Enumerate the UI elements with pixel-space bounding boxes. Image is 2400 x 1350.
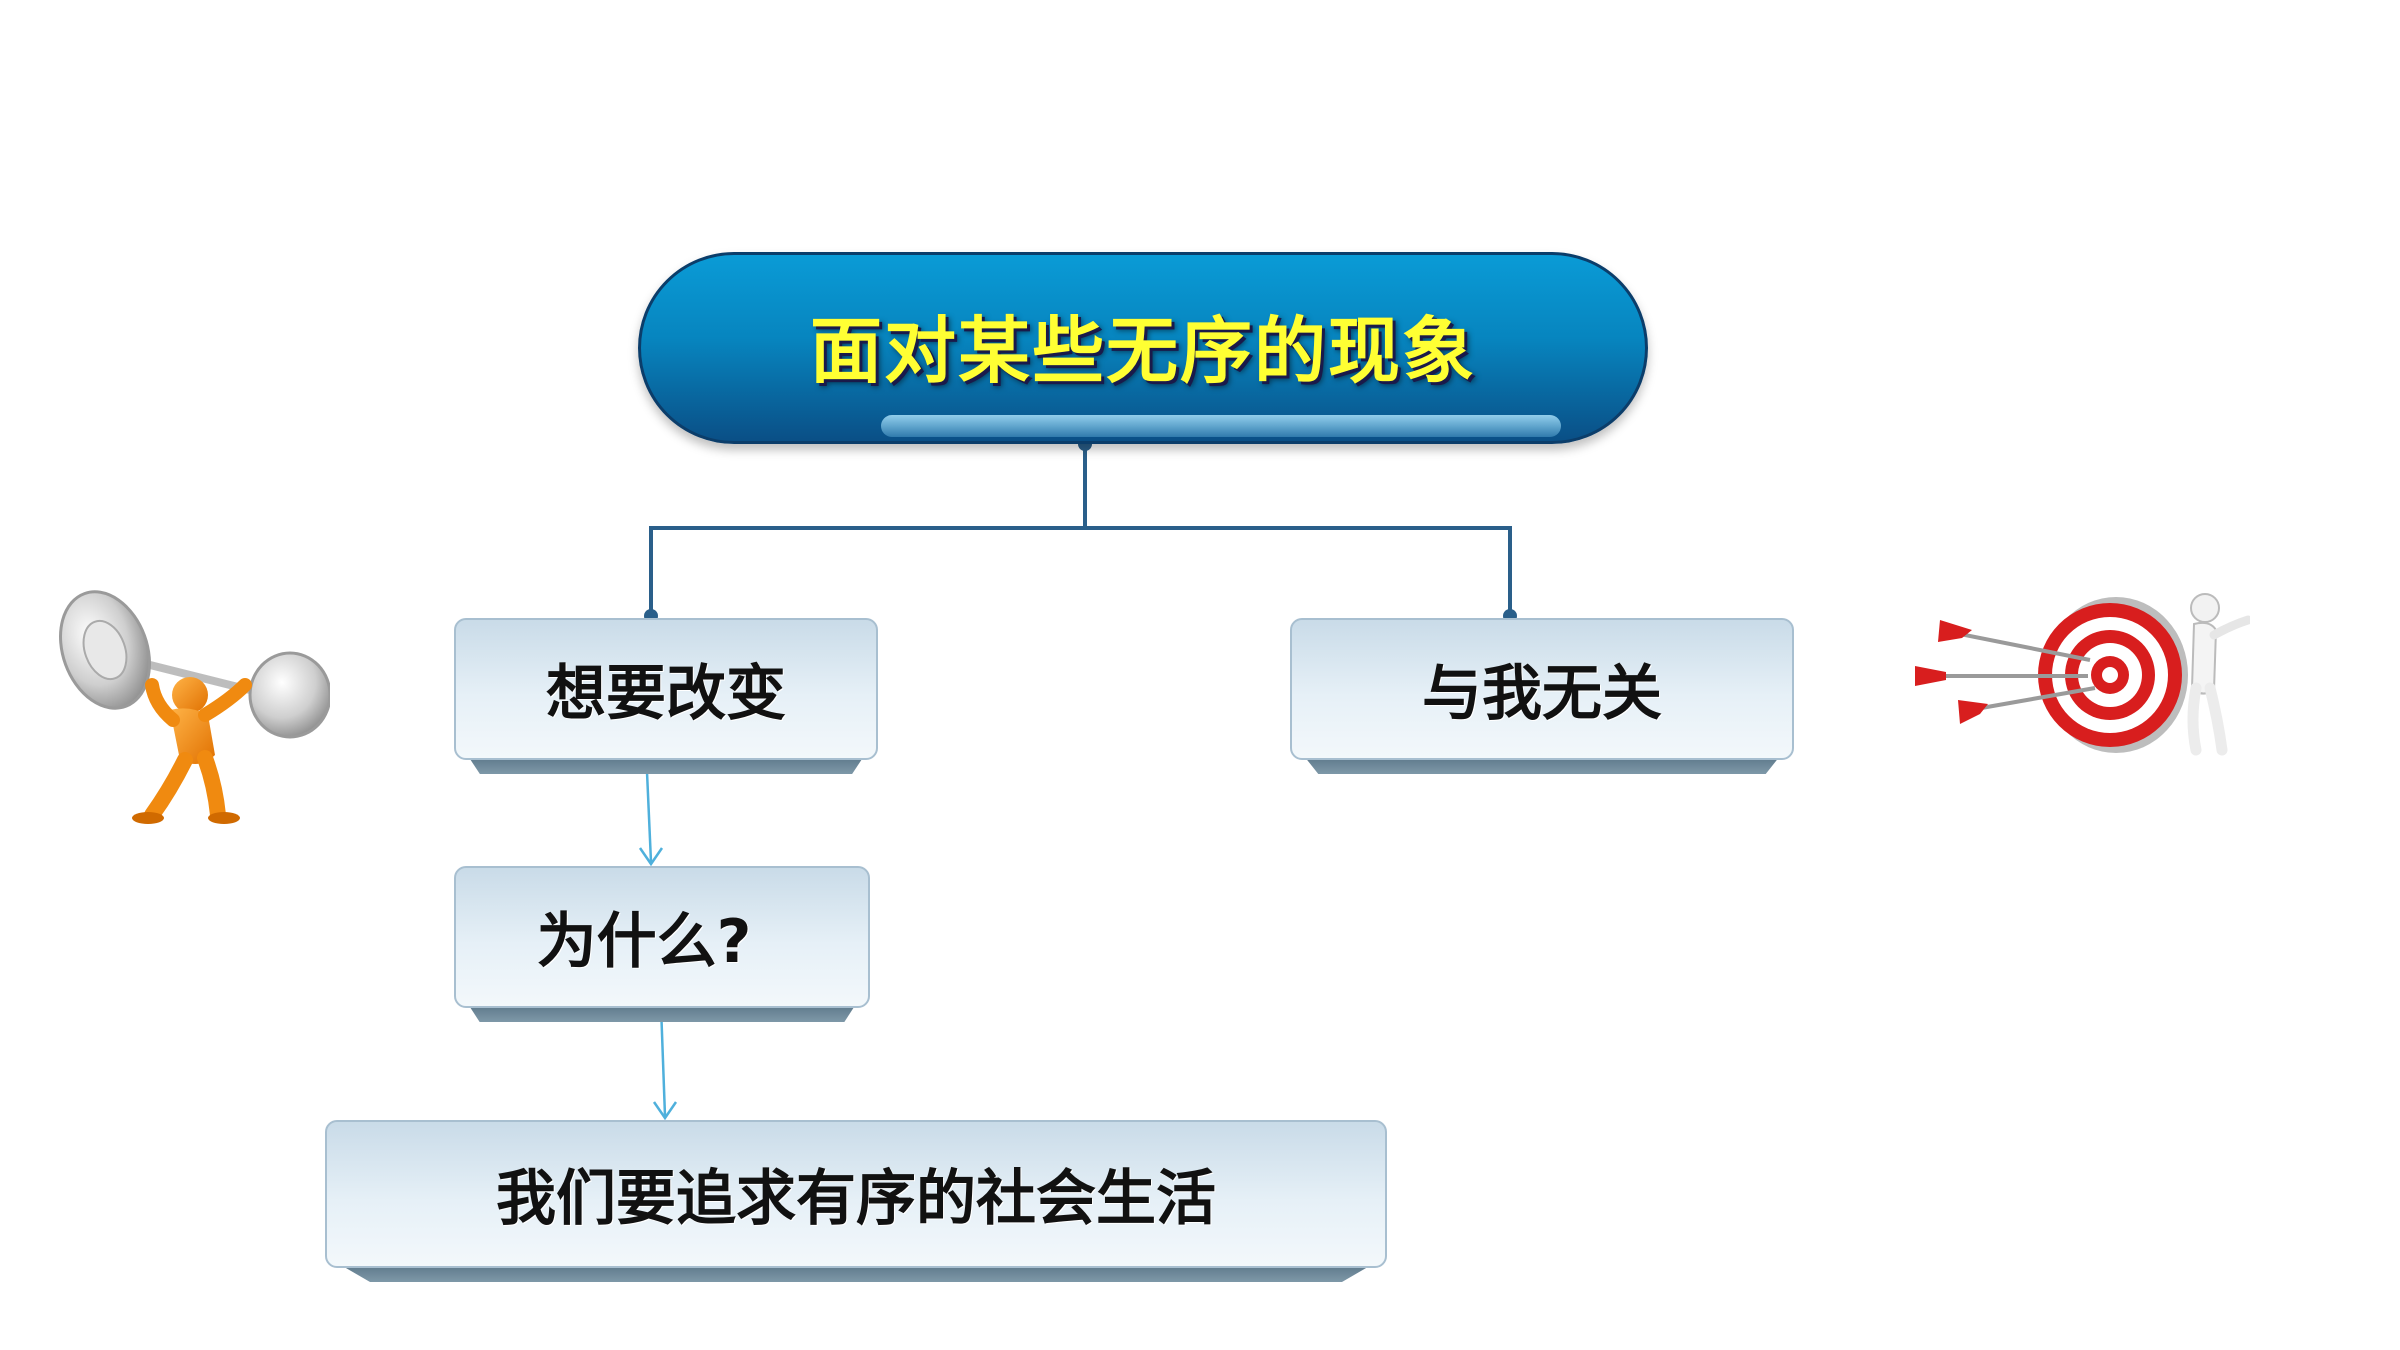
- box-face: [454, 618, 878, 760]
- branch-node-change: 想要改变: [454, 618, 878, 774]
- branch-label-unrelated: 与我无关: [1422, 658, 1662, 729]
- target-with-darts-icon: [1915, 593, 2250, 756]
- title-shine: [881, 415, 1561, 437]
- box-base: [468, 756, 864, 774]
- box-base: [1304, 756, 1780, 774]
- flow-label-why: 为什么?: [536, 906, 752, 977]
- box-base: [468, 1004, 856, 1022]
- branch-label-change: 想要改变: [546, 658, 786, 729]
- root-label: 面对某些无序的现象: [809, 308, 1476, 393]
- flow-label-goal: 我们要追求有序的社会生活: [496, 1163, 1216, 1234]
- box-face: [325, 1120, 1387, 1268]
- box-face: [454, 866, 870, 1008]
- root-node: 面对某些无序的现象: [638, 252, 1648, 444]
- weightlifter-icon: [59, 590, 330, 824]
- flow-node-goal: 我们要追求有序的社会生活: [325, 1120, 1387, 1282]
- flow-arrow-2: [652, 1005, 678, 1121]
- box-face: [1290, 618, 1794, 760]
- flow-node-why: 为什么?: [454, 866, 870, 1022]
- tree-connector: [649, 444, 1512, 616]
- box-base: [339, 1264, 1373, 1282]
- branch-node-unrelated: 与我无关: [1290, 618, 1794, 774]
- flow-arrow-1: [638, 771, 664, 867]
